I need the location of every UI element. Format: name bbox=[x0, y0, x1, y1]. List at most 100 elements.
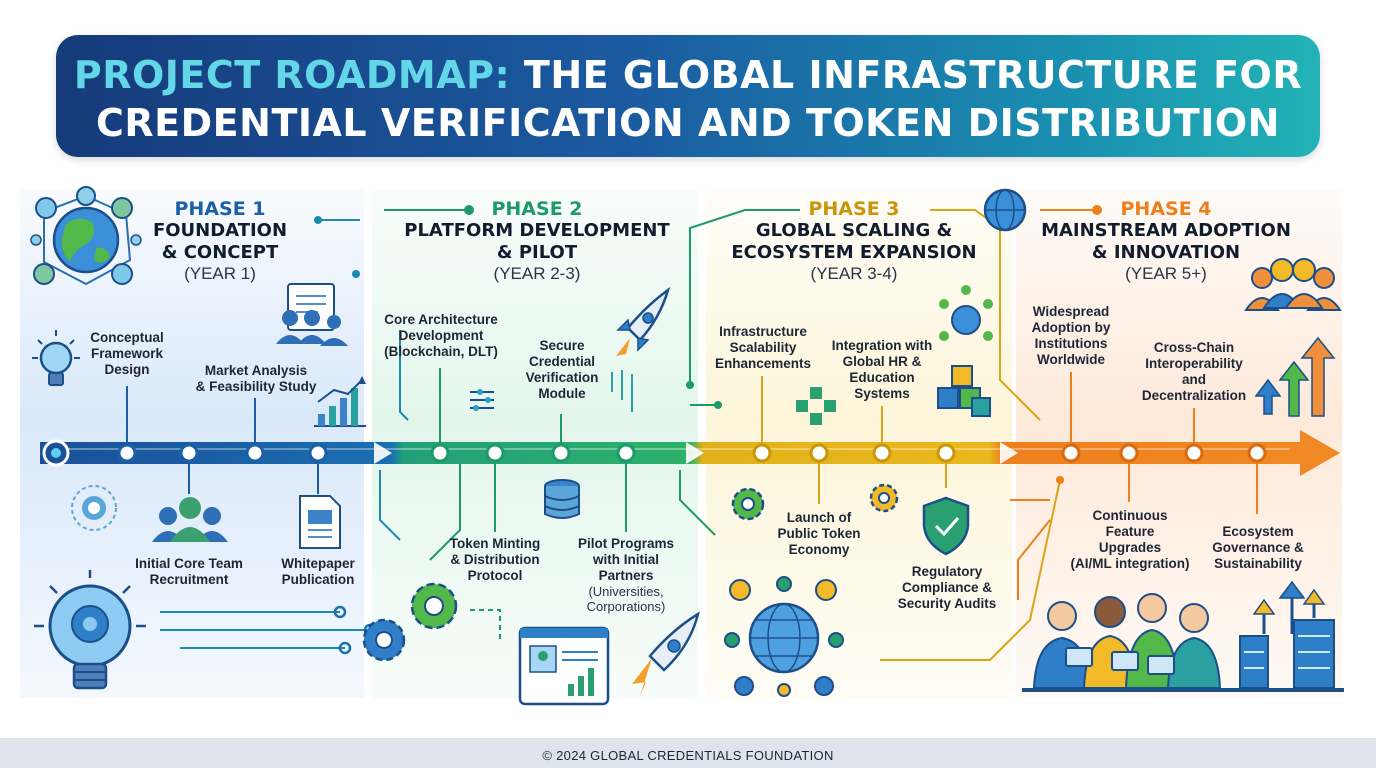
milestone-text: Partners bbox=[598, 568, 654, 583]
milestone-text: Systems bbox=[854, 386, 910, 401]
milestone-text: Enhancements bbox=[714, 356, 812, 371]
milestone-text: Module bbox=[538, 386, 586, 401]
phase-3-name-line1: GLOBAL SCALING & bbox=[755, 220, 953, 241]
milestone-text: Verification bbox=[525, 370, 599, 385]
milestone-text: Regulatory bbox=[911, 564, 983, 579]
milestone-text: Secure bbox=[539, 338, 585, 353]
phase-2-years: (YEAR 2-3) bbox=[493, 264, 581, 283]
milestone-integration-hr-education: Integration with Global HR & Education S… bbox=[822, 338, 942, 402]
shield-check-icon bbox=[922, 496, 970, 556]
node-grid-icon bbox=[796, 387, 836, 425]
milestone-text: Core Architecture bbox=[384, 312, 498, 327]
milestone-text: Integration with bbox=[831, 338, 933, 353]
database-icon bbox=[544, 479, 580, 519]
milestone-text: Design bbox=[104, 362, 150, 377]
milestone-nodes bbox=[117, 443, 1267, 463]
lightbulb-icon bbox=[32, 330, 80, 386]
settings-gear-icon bbox=[731, 483, 899, 521]
globe-network-icon bbox=[30, 186, 142, 286]
network-globe-small-icon bbox=[939, 285, 993, 341]
milestone-text: Sustainability bbox=[1214, 556, 1302, 571]
milestone-widespread-adoption: Widespread Adoption by Institutions Worl… bbox=[1018, 304, 1124, 368]
milestone-market-analysis: Market Analysis & Feasibility Study bbox=[186, 363, 326, 395]
bar-chart-icon bbox=[314, 376, 366, 427]
milestone-token-minting: Token Minting & Distribution Protocol bbox=[440, 536, 550, 584]
document-icon bbox=[299, 495, 341, 549]
title-accent: PROJECT ROADMAP: bbox=[73, 53, 511, 97]
milestone-text: Initial Core Team bbox=[135, 556, 243, 571]
title-line-1: PROJECT ROADMAP: THE GLOBAL INFRASTRUCTU… bbox=[56, 53, 1320, 97]
rocket-launch-icon bbox=[632, 611, 700, 696]
gear-icon bbox=[362, 582, 458, 662]
milestone-text: (Universities, bbox=[588, 584, 664, 599]
phase-3-header: PHASE 3 GLOBAL SCALING & ECOSYSTEM EXPAN… bbox=[724, 198, 984, 284]
milestone-text: Market Analysis bbox=[204, 363, 308, 378]
phase-1-header: PHASE 1 FOUNDATION & CONCEPT (YEAR 1) bbox=[140, 198, 300, 284]
document-team-icon bbox=[276, 283, 348, 346]
milestone-text: Token Minting bbox=[449, 536, 541, 551]
phase-4-name-line2: & INNOVATION bbox=[1091, 242, 1241, 263]
footer-bar: © 2024 GLOBAL CREDENTIALS FOUNDATION bbox=[0, 738, 1376, 768]
milestone-text: Decentralization bbox=[1141, 388, 1247, 403]
phase-1-years: (YEAR 1) bbox=[184, 264, 256, 283]
milestone-text: Development bbox=[398, 328, 484, 343]
milestone-text: (Blockchain, DLT) bbox=[384, 344, 498, 359]
phase-2-header: PHASE 2 PLATFORM DEVELOPMENT & PILOT (YE… bbox=[392, 198, 682, 284]
milestone-text: and bbox=[1181, 372, 1206, 387]
milestone-text: Institutions bbox=[1034, 336, 1108, 351]
milestone-text: Cross-Chain bbox=[1153, 340, 1235, 355]
circuit-nodes bbox=[314, 205, 1102, 655]
world-network-icon bbox=[983, 188, 1027, 232]
milestone-core-team: Initial Core Team Recruitment bbox=[124, 556, 254, 588]
milestone-ecosystem-governance: Ecosystem Governance & Sustainability bbox=[1204, 524, 1312, 572]
people-tablets-icon bbox=[1022, 593, 1344, 692]
milestone-regulatory-compliance: Regulatory Compliance & Security Audits bbox=[886, 564, 1008, 612]
team-icon bbox=[152, 497, 228, 542]
milestone-text: Continuous bbox=[1092, 508, 1168, 523]
phase-2-name-line2: & PILOT bbox=[496, 242, 578, 263]
phase-1-number: PHASE 1 bbox=[174, 198, 266, 220]
circuit-chip-icon bbox=[470, 389, 494, 411]
milestone-text: Conceptual bbox=[90, 330, 164, 345]
milestone-text: Feature bbox=[1105, 524, 1155, 539]
milestone-infrastructure-scalability: Infrastructure Scalability Enhancements bbox=[708, 324, 818, 372]
milestone-text: Interoperability bbox=[1145, 356, 1243, 371]
footer-copyright: © 2024 GLOBAL CREDENTIALS FOUNDATION bbox=[542, 748, 834, 763]
milestone-text: Credential bbox=[528, 354, 596, 369]
milestone-text: Protocol bbox=[467, 568, 523, 583]
milestone-text: Publication bbox=[281, 572, 355, 587]
target-icon bbox=[71, 485, 117, 531]
timeline-arrow bbox=[40, 430, 1340, 476]
milestone-pilot-programs: Pilot Programs with Initial Partners (Un… bbox=[566, 536, 686, 614]
milestone-text: Corporations) bbox=[586, 599, 666, 614]
phase-2-name-line1: PLATFORM DEVELOPMENT bbox=[404, 220, 670, 241]
server-icon bbox=[1239, 580, 1335, 689]
milestone-text: Global HR & bbox=[842, 354, 922, 369]
phase-3-name-line2: ECOSYSTEM EXPANSION bbox=[731, 242, 977, 263]
phase-2-number: PHASE 2 bbox=[491, 198, 583, 220]
rising-arrows-icon bbox=[1254, 336, 1336, 417]
rocket-icon bbox=[611, 286, 671, 412]
phase-4-number: PHASE 4 bbox=[1120, 198, 1212, 220]
milestone-text: Economy bbox=[788, 542, 850, 557]
milestone-text: Security Audits bbox=[897, 596, 997, 611]
milestone-whitepaper: Whitepaper Publication bbox=[268, 556, 368, 588]
milestone-text: Public Token bbox=[777, 526, 861, 541]
milestone-text: (AI/ML integration) bbox=[1070, 556, 1190, 571]
browser-dashboard-icon bbox=[518, 626, 610, 706]
milestone-public-token-economy: Launch of Public Token Economy bbox=[768, 510, 870, 558]
title-banner: PROJECT ROADMAP: THE GLOBAL INFRASTRUCTU… bbox=[56, 35, 1320, 157]
milestone-connectors bbox=[126, 368, 1258, 532]
milestone-credential-verification: Secure Credential Verification Module bbox=[512, 338, 612, 402]
milestone-core-architecture: Core Architecture Development (Blockchai… bbox=[376, 312, 506, 360]
phase-1-name-line1: FOUNDATION bbox=[152, 220, 288, 241]
milestone-text: Scalability bbox=[729, 340, 797, 355]
phase-4-name-line1: MAINSTREAM ADOPTION bbox=[1041, 220, 1291, 241]
milestone-text: Adoption by bbox=[1031, 320, 1111, 335]
phase-3-number: PHASE 3 bbox=[808, 198, 900, 220]
milestone-text: Worldwide bbox=[1036, 352, 1105, 367]
milestone-text: Ecosystem bbox=[1222, 524, 1294, 539]
world-network-hub-icon bbox=[724, 576, 844, 697]
milestone-conceptual-framework: Conceptual Framework Design bbox=[72, 330, 182, 378]
